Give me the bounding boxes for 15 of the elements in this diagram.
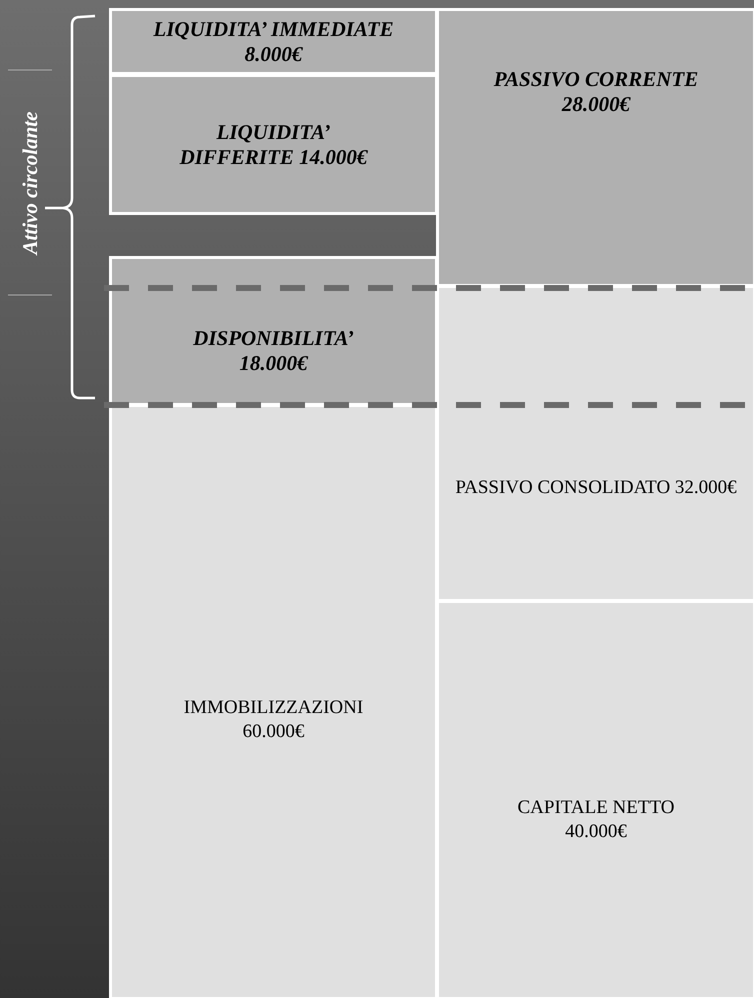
balance-block: [109, 8, 438, 75]
block-label: PASSIVO CORRENTE 28.000€: [492, 66, 700, 116]
block-label: LIQUIDITA’ DIFFERITE 14.000€: [178, 120, 369, 170]
block-label: LIQUIDITA’ IMMEDIATE 8.000€: [152, 16, 395, 66]
balance-block: [109, 256, 438, 406]
vertical-label: Attivo circolante: [18, 112, 42, 254]
block-label: IMMOBILIZZAZIONI 60.000€: [182, 696, 364, 744]
balance-block: [436, 600, 754, 998]
balance-block: [109, 74, 438, 215]
block-label: DISPONIBILITA’ 18.000€: [192, 326, 355, 376]
balance-block: [436, 285, 754, 602]
block-label: CAPITALE NETTO 40.000€: [516, 796, 676, 844]
balance-block: [109, 404, 438, 998]
block-label: PASSIVO CONSOLIDATO 32.000€: [454, 476, 738, 500]
balance-block: [436, 8, 754, 287]
